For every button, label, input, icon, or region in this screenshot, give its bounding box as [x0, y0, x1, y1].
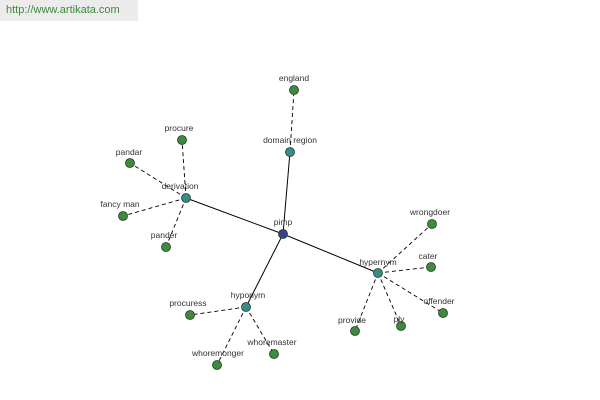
- edge-domain-region-to-england: [289, 89, 295, 153]
- leaf-node-pander[interactable]: pander: [151, 230, 178, 252]
- leaf-node-provide[interactable]: provide: [338, 315, 366, 336]
- leaf-node-label: provide: [338, 315, 366, 325]
- edge-hyponym-to-whoremaster: [245, 306, 275, 355]
- relation-node-derivation[interactable]: derivation: [162, 181, 199, 203]
- leaf-node-label: whoremonger: [191, 348, 244, 358]
- leaf-node-wrongdoer[interactable]: wrongdoer: [409, 207, 450, 229]
- center-node-label: pimp: [274, 217, 293, 227]
- leaf-node-marker[interactable]: [185, 310, 195, 320]
- leaf-node-label: procure: [165, 123, 194, 133]
- relation-node-label: hyponym: [231, 290, 266, 300]
- relation-node-marker[interactable]: [285, 147, 295, 157]
- relation-node-hypernym[interactable]: hypernym: [359, 257, 397, 278]
- leaf-node-label: fancy man: [100, 199, 139, 209]
- leaf-node-fancy-man[interactable]: fancy man: [100, 199, 140, 221]
- leaf-node-procuress[interactable]: procuress: [169, 298, 207, 320]
- leaf-node-marker[interactable]: [118, 211, 128, 221]
- edge-center-to-hyponym: [245, 233, 284, 308]
- source-url-link[interactable]: http://www.artikata.com: [0, 0, 138, 21]
- leaf-node-pandar[interactable]: pandar: [116, 147, 143, 168]
- relation-node-marker[interactable]: [373, 268, 383, 278]
- leaf-node-whoremaster[interactable]: whoremaster: [246, 337, 297, 359]
- leaf-node-label: ply: [394, 314, 406, 324]
- center-node-marker[interactable]: [278, 229, 288, 239]
- leaf-node-offender[interactable]: offender: [423, 296, 455, 318]
- leaf-node-marker[interactable]: [289, 85, 299, 95]
- edge-center-to-domain-region: [282, 151, 291, 235]
- relation-node-domain-region[interactable]: domain region: [263, 135, 317, 157]
- relation-node-marker[interactable]: [241, 302, 251, 312]
- edge-hyponym-to-procuress: [189, 306, 247, 316]
- leaf-node-marker[interactable]: [427, 219, 437, 229]
- leaf-node-marker[interactable]: [269, 349, 279, 359]
- leaf-node-england[interactable]: england: [279, 73, 310, 95]
- relation-node-label: hypernym: [359, 257, 396, 267]
- graph-nodes: england domain region procure pandar fancy m…: [100, 73, 455, 370]
- edge-hypernym-to-provide: [354, 272, 379, 332]
- leaf-node-marker[interactable]: [438, 308, 448, 318]
- leaf-node-label: whoremaster: [246, 337, 296, 347]
- leaf-node-marker[interactable]: [161, 242, 171, 252]
- relation-node-marker[interactable]: [181, 193, 191, 203]
- relation-node-label: derivation: [162, 181, 199, 191]
- edge-derivation-to-pander: [165, 197, 187, 248]
- leaf-node-marker[interactable]: [177, 135, 187, 145]
- edge-hypernym-to-offender: [377, 272, 444, 314]
- leaf-node-label: wrongdoer: [409, 207, 450, 217]
- leaf-node-procure[interactable]: procure: [165, 123, 194, 145]
- edge-center-to-derivation: [185, 197, 284, 235]
- graph-edges: [122, 89, 444, 366]
- leaf-node-marker[interactable]: [426, 262, 436, 272]
- edge-hypernym-to-wrongdoer: [377, 223, 433, 274]
- leaf-node-marker[interactable]: [212, 360, 222, 370]
- leaf-node-label: offender: [423, 296, 454, 306]
- leaf-node-label: england: [279, 73, 310, 83]
- leaf-node-ply[interactable]: ply: [394, 314, 406, 331]
- center-node-pimp[interactable]: pimp: [274, 217, 293, 239]
- edge-center-to-hypernym: [282, 233, 379, 274]
- edge-hypernym-to-cater: [377, 266, 432, 274]
- leaf-node-label: pander: [151, 230, 178, 240]
- leaf-node-whoremonger[interactable]: whoremonger: [191, 348, 244, 370]
- edge-hypernym-to-ply: [377, 272, 402, 327]
- leaf-node-label: cater: [419, 251, 438, 261]
- leaf-node-marker[interactable]: [396, 321, 406, 331]
- leaf-node-marker[interactable]: [125, 158, 135, 168]
- leaf-node-label: procuress: [169, 298, 206, 308]
- edge-derivation-to-procure: [181, 139, 187, 199]
- relation-node-label: domain region: [263, 135, 317, 145]
- leaf-node-cater[interactable]: cater: [419, 251, 438, 272]
- edge-derivation-to-fancy-man: [122, 197, 187, 217]
- leaf-node-marker[interactable]: [350, 326, 360, 336]
- leaf-node-label: pandar: [116, 147, 143, 157]
- relation-node-hyponym[interactable]: hyponym: [231, 290, 266, 312]
- edge-hyponym-to-whoremonger: [216, 306, 247, 366]
